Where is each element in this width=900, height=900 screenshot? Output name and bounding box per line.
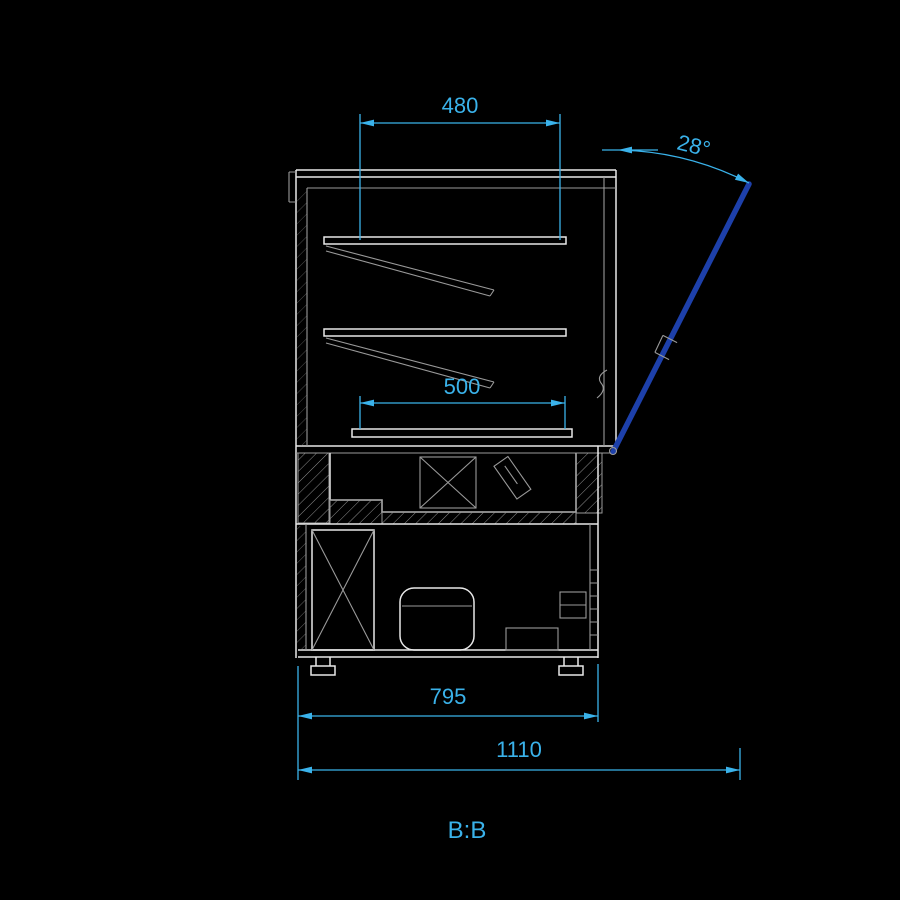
shelf-1 — [323, 236, 567, 297]
foot-left — [310, 657, 336, 676]
shelf-2 — [323, 328, 567, 389]
dimension-795-value: 795 — [430, 684, 467, 709]
door-handle — [654, 334, 678, 361]
dimension-480: 480 — [359, 93, 561, 240]
angled-component — [493, 455, 532, 500]
dimension-500-value: 500 — [444, 374, 481, 399]
foot-right — [558, 657, 584, 676]
wall-insulation-hatch — [297, 190, 307, 446]
lower-wall-hatch — [297, 526, 306, 650]
cabinet-outline — [288, 169, 617, 658]
dimension-1110-value: 1110 — [496, 737, 542, 762]
dimension-500: 500 — [359, 374, 566, 429]
section-label: B:B — [448, 817, 487, 844]
door-hinge — [608, 446, 618, 456]
dimension-480-value: 480 — [442, 93, 479, 118]
display-deck — [351, 428, 573, 438]
junction-box — [559, 591, 587, 619]
angle-dimension-28: 28° — [602, 130, 750, 184]
dimension-1110: 1110 — [298, 737, 741, 780]
evaporator-fan — [419, 456, 477, 509]
dimension-795: 795 — [297, 664, 599, 780]
condenser-coil — [311, 529, 375, 651]
angle-value: 28° — [675, 130, 713, 162]
refrigerated-well — [297, 452, 603, 525]
compressor — [399, 587, 475, 651]
machine-compartment — [296, 446, 599, 676]
gas-spring-detail — [596, 369, 608, 399]
open-glass-door — [596, 181, 752, 456]
drain-tray — [505, 627, 559, 651]
